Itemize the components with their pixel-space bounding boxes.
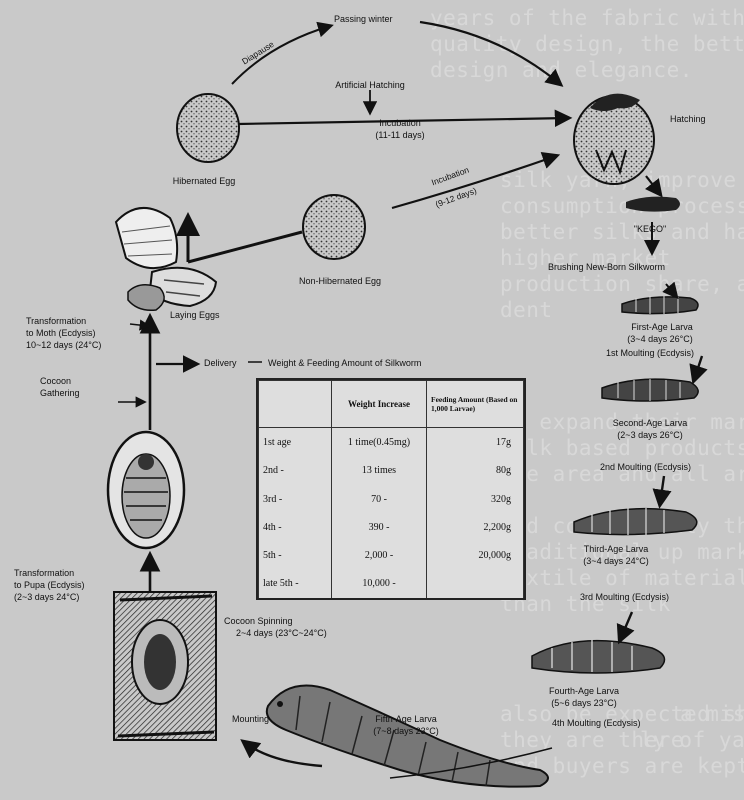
- table-header-feeding: Feeding Amount (Based on 1,000 Larvae): [427, 381, 524, 428]
- label-cocoon-gathering-2: Gathering: [40, 388, 80, 399]
- label-cocoon-gathering-1: Cocoon: [40, 376, 71, 387]
- label-first-age-days: (3~4 days 26°C): [627, 334, 692, 345]
- table-header-row: Weight Increase Feeding Amount (Based on…: [259, 381, 524, 428]
- arrow-third-moulting: [620, 612, 632, 640]
- arrow-mounting: [244, 742, 322, 766]
- label-fourth-age: Fourth-Age Larva: [549, 686, 619, 697]
- arrow-moth-to-non-hibernated: [188, 232, 302, 262]
- cocoon-spinning-illustration: [114, 592, 216, 740]
- arrow-brushing-to-first: [666, 284, 676, 296]
- arrow-incubation-2: [392, 156, 556, 208]
- label-to-moth-3: 10~12 days (24°C): [26, 340, 101, 351]
- hibernated-egg-illustration: [177, 94, 239, 162]
- table-cell-feeding: [427, 570, 524, 598]
- fourth-age-larva-illustration: [532, 640, 665, 673]
- table-cell-feeding: 20,000g: [427, 542, 524, 570]
- label-third-moulting: 3rd Moulting (Ecdysis): [580, 592, 669, 603]
- label-first-moulting: 1st Moulting (Ecdysis): [606, 348, 694, 359]
- table-cell-stage: 4th -: [259, 513, 332, 541]
- table-cell-stage: late 5th -: [259, 570, 332, 598]
- label-incubation-1: Incubation: [379, 118, 421, 129]
- table-row: late 5th - 10,000 -: [259, 570, 524, 598]
- table-cell-stage: 5th -: [259, 542, 332, 570]
- arrow-hatching-to-kego: [646, 176, 660, 194]
- label-kego: "KEGO": [634, 224, 666, 235]
- arrow-passing-winter: [420, 22, 560, 84]
- table-cell-stage: 3rd -: [259, 485, 332, 513]
- label-to-moth-2: to Moth (Ecdysis): [26, 328, 96, 339]
- arrow-second-moulting: [660, 476, 664, 504]
- label-second-age: Second-Age Larva: [613, 418, 688, 429]
- table-cell-weight: 2,000 -: [332, 542, 427, 570]
- table-header-stage: [259, 381, 332, 428]
- label-to-pupa-2: to Pupa (Ecdysis): [14, 580, 85, 591]
- table-row: 5th - 2,000 - 20,000g: [259, 542, 524, 570]
- label-non-hibernated-egg: Non-Hibernated Egg: [299, 276, 381, 287]
- table-cell-weight: 13 times: [332, 457, 427, 485]
- label-cocoon-spinning-days: 2~4 days (23°C~24°C): [236, 628, 327, 639]
- hatching-egg-illustration: [574, 94, 654, 184]
- label-to-pupa-1: Transformation: [14, 568, 74, 579]
- label-third-age-days: (3~4 days 24°C): [583, 556, 648, 567]
- table-row: 1st age 1 time(0.45mg) 17g: [259, 428, 524, 457]
- table-row: 2nd - 13 times 80g: [259, 457, 524, 485]
- table-row: 3rd - 70 - 320g: [259, 485, 524, 513]
- table-cell-feeding: 17g: [427, 428, 524, 457]
- second-age-larva-illustration: [602, 379, 698, 401]
- table-row: 4th - 390 - 2,200g: [259, 513, 524, 541]
- label-fourth-moulting: 4th Moulting (Ecdysis): [552, 718, 641, 729]
- table-cell-weight: 10,000 -: [332, 570, 427, 598]
- table-cell-weight: 390 -: [332, 513, 427, 541]
- third-age-larva-illustration: [574, 508, 697, 535]
- weight-feeding-table: Weight Increase Feeding Amount (Based on…: [256, 378, 526, 600]
- table-cell-feeding: 80g: [427, 457, 524, 485]
- kego-illustration: [626, 197, 680, 212]
- label-second-moulting: 2nd Moulting (Ecdysis): [600, 462, 691, 473]
- table-cell-weight: 1 time(0.45mg): [332, 428, 427, 457]
- label-second-age-days: (2~3 days 26°C): [617, 430, 682, 441]
- label-fourth-age-days: (5~6 days 23°C): [551, 698, 616, 709]
- label-mounting: Mounting: [232, 714, 269, 725]
- label-first-age: First-Age Larva: [631, 322, 693, 333]
- label-cocoon-spinning: Cocoon Spinning: [224, 616, 293, 627]
- table-cell-stage: 1st age: [259, 428, 332, 457]
- label-hibernated-egg: Hibernated Egg: [173, 176, 236, 187]
- label-laying-eggs: Laying Eggs: [170, 310, 220, 321]
- label-brushing: Brushing New-Born Silkworm: [548, 262, 665, 273]
- cocoon-pupa-illustration: [108, 432, 184, 548]
- label-artificial-hatching: Artificial Hatching: [335, 80, 405, 91]
- table-cell-weight: 70 -: [332, 485, 427, 513]
- label-table-title: Weight & Feeding Amount of Silkworm: [268, 358, 421, 369]
- label-fifth-age: Fifth-Age Larva: [375, 714, 437, 725]
- table-header-weight: Weight Increase: [332, 381, 427, 428]
- label-incubation-1-days: (11-11 days): [375, 130, 424, 141]
- label-to-moth-1: Transformation: [26, 316, 86, 327]
- table-cell-feeding: 320g: [427, 485, 524, 513]
- label-third-age: Third-Age Larva: [584, 544, 649, 555]
- non-hibernated-egg-illustration: [303, 195, 365, 259]
- label-passing-winter: Passing winter: [334, 14, 393, 25]
- first-age-larva-illustration: [622, 296, 698, 314]
- label-delivery: Delivery: [204, 358, 237, 369]
- table-cell-feeding: 2,200g: [427, 513, 524, 541]
- arrow-transformation-moth: [130, 324, 148, 326]
- arrow-first-moulting: [694, 356, 702, 380]
- label-fifth-age-days: (7~8 days 23°C): [373, 726, 438, 737]
- table-cell-stage: 2nd -: [259, 457, 332, 485]
- label-hatching: Hatching: [670, 114, 706, 125]
- label-to-pupa-3: (2~3 days 24°C): [14, 592, 79, 603]
